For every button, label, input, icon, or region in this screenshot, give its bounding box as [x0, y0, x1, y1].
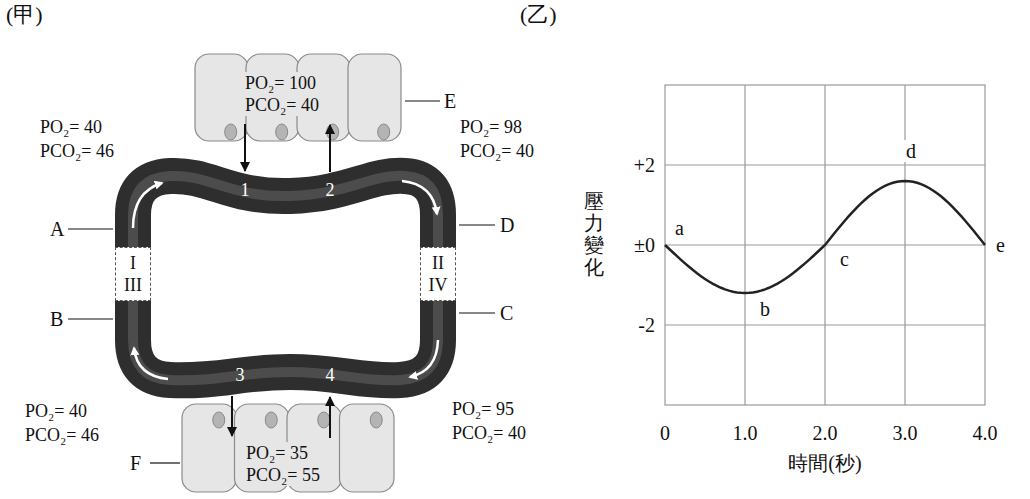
leader-line — [459, 312, 495, 313]
cell-nucleus — [378, 124, 390, 140]
cell-nucleus — [370, 412, 382, 428]
callout-number: 1 — [241, 179, 250, 201]
cell — [348, 54, 401, 141]
cell-nucleus — [213, 412, 225, 428]
flow-arrow — [410, 340, 438, 377]
tissue-cells — [182, 404, 394, 492]
vessel-letter: B — [50, 308, 63, 330]
point-label: b — [758, 298, 772, 320]
cell — [195, 54, 248, 141]
node-text: PO₂= 100 — [243, 72, 318, 94]
region-letter: F — [130, 452, 141, 474]
grid-line — [665, 164, 985, 165]
axis-tick: ±0 — [632, 234, 657, 256]
diffusion-arrow — [244, 124, 246, 171]
cell-nucleus — [318, 412, 330, 428]
axis-tick: -2 — [636, 314, 657, 336]
axis-tick: 3.0 — [893, 422, 918, 444]
axis-tick: 4.0 — [973, 422, 998, 444]
node-text: PCO₂= 55 — [244, 464, 322, 486]
axis-tick: 2.0 — [813, 422, 838, 444]
axis-tick: 1.0 — [733, 422, 758, 444]
diffusion-arrow — [231, 396, 233, 436]
cell — [182, 404, 237, 492]
diffusion-arrow — [329, 125, 331, 172]
region-letter: E — [444, 90, 456, 112]
vessel-letter: A — [50, 218, 64, 240]
pressure-value: PCO₂= 40 — [460, 140, 534, 162]
point-label: d — [904, 140, 918, 162]
pressure-value: PO₂= 95 — [452, 398, 514, 420]
alveolus-cells — [195, 54, 401, 141]
node-text: II — [427, 252, 449, 274]
vessel-letter: C — [500, 302, 513, 324]
pressure-curve-group — [665, 181, 985, 293]
leader-line — [459, 224, 495, 225]
diffusion-arrow — [329, 397, 331, 438]
flow-arrow — [134, 348, 168, 379]
cell-nucleus — [225, 124, 237, 140]
vessel-letter: D — [500, 214, 514, 236]
cell-nucleus — [327, 124, 339, 140]
pressure-value: PO₂= 98 — [460, 116, 522, 138]
blood-vessel — [133, 176, 438, 380]
node-text: IV — [427, 274, 449, 296]
node-text: I — [122, 252, 144, 274]
leader-lines — [68, 101, 495, 463]
axis-title: 壓力變化 — [584, 190, 604, 278]
callout-number: 4 — [326, 364, 335, 386]
point-label: a — [673, 217, 686, 239]
point-label: e — [994, 234, 1007, 256]
alveolus-region: PO₂= 100PCO₂= 40 — [193, 50, 403, 145]
pressure-value: PCO₂= 46 — [25, 424, 99, 446]
leader-line — [68, 228, 113, 229]
pressure-value: PCO₂= 46 — [40, 140, 114, 162]
plot-frame — [665, 85, 985, 405]
vessel-wall — [133, 176, 438, 380]
cell — [340, 404, 395, 492]
cell-layers — [182, 54, 401, 492]
panel-label: (乙) — [520, 4, 557, 26]
grid-line — [665, 324, 985, 325]
cell-nucleus — [276, 124, 288, 140]
pressure-value: PCO₂= 40 — [452, 422, 526, 444]
flow-arrow — [133, 183, 162, 228]
leader-line — [68, 318, 113, 319]
callout-number: 2 — [326, 179, 335, 201]
axis-tick: +2 — [632, 154, 657, 176]
node-text: III — [122, 274, 144, 296]
pressure-value: PO₂= 40 — [25, 400, 87, 422]
exchange-arrows — [232, 124, 330, 438]
vessel-section-box: IIIV — [420, 247, 456, 301]
pressure-value: PO₂= 40 — [40, 116, 102, 138]
vessel-section-box: IIII — [115, 247, 151, 301]
flow-arrow — [402, 181, 437, 214]
axis-tick: 0 — [660, 422, 670, 444]
node-text: PCO₂= 40 — [243, 94, 321, 116]
vessel-shine — [133, 176, 438, 380]
leader-line — [150, 462, 180, 463]
leader-line — [405, 100, 440, 101]
point-label: c — [838, 248, 851, 270]
panel-label: (甲) — [6, 4, 43, 26]
chart-grid — [665, 85, 985, 405]
axis-title: 時間(秒) — [788, 452, 861, 474]
pressure-curve — [665, 181, 985, 293]
callout-number: 3 — [236, 364, 245, 386]
cell-nucleus — [265, 412, 277, 428]
tissue-region: PO₂= 35PCO₂= 55 — [180, 400, 396, 496]
node-text: PO₂= 35 — [244, 442, 310, 464]
